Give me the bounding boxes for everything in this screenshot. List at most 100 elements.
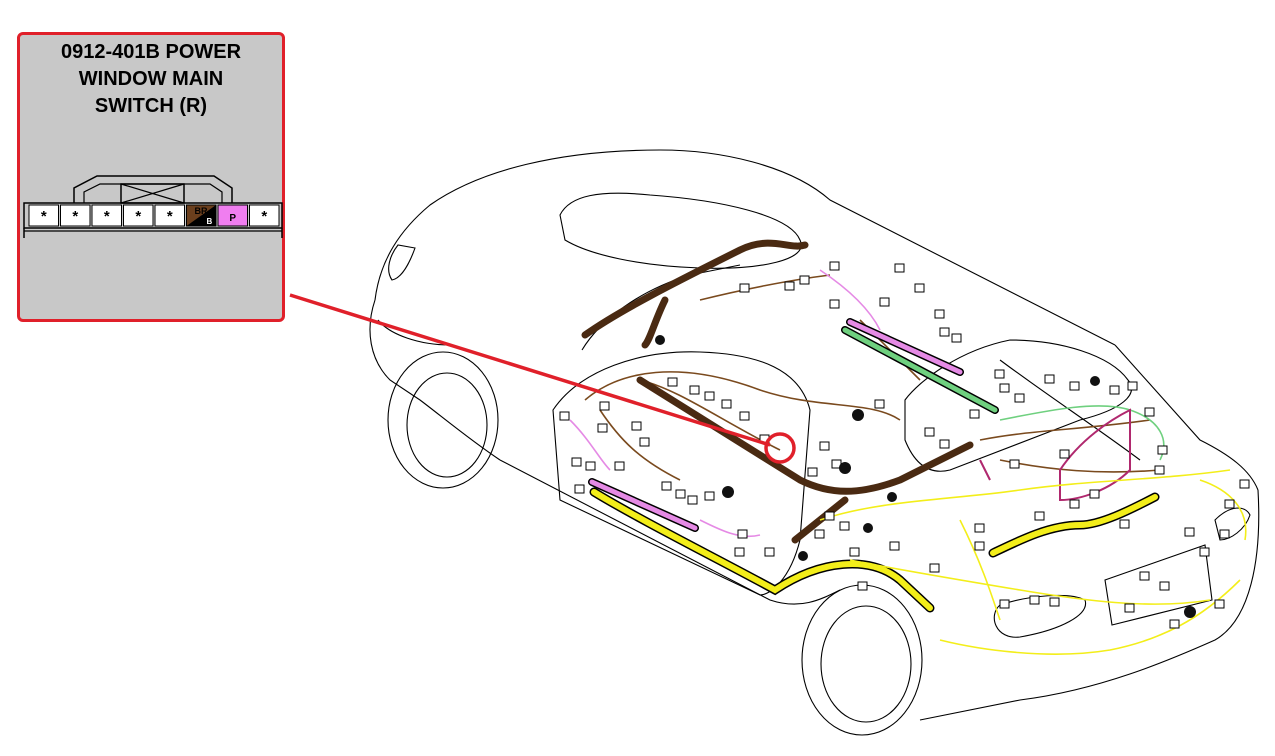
yellow-wire-2 bbox=[849, 559, 1211, 605]
small-connector-4 bbox=[599, 401, 610, 411]
yellow-wire-4 bbox=[1199, 479, 1247, 541]
small-connector-74 bbox=[1124, 603, 1135, 613]
small-connector-26 bbox=[739, 283, 750, 293]
title-line-1: 0912-401B POWER bbox=[60, 41, 242, 63]
grommet-8 bbox=[1090, 376, 1100, 386]
small-connector-16 bbox=[764, 547, 775, 557]
rear-wheel bbox=[406, 372, 488, 478]
green-wire-1 bbox=[999, 405, 1165, 461]
magenta-wires bbox=[979, 408, 1131, 502]
small-connectors bbox=[559, 261, 1250, 629]
magenta-wire-2 bbox=[979, 459, 991, 481]
small-connector-49 bbox=[1089, 489, 1100, 499]
green-harness bbox=[842, 327, 998, 413]
grommet-9 bbox=[1184, 606, 1196, 618]
yellow-harness-outline bbox=[589, 487, 1160, 613]
small-connector-8 bbox=[631, 421, 642, 431]
connector-pin-4-label: * bbox=[135, 208, 141, 225]
small-connector-63 bbox=[1184, 527, 1195, 537]
small-connector-46 bbox=[1157, 445, 1168, 455]
yellow-wire-5 bbox=[959, 519, 1001, 621]
small-connector-55 bbox=[849, 547, 860, 557]
front-wheel-arch bbox=[801, 584, 923, 736]
yellow-harness-front bbox=[990, 494, 1158, 556]
brown-wire-4 bbox=[979, 419, 1151, 441]
small-connector-52 bbox=[939, 439, 950, 449]
yellow-wires bbox=[819, 469, 1247, 655]
pink-harness bbox=[589, 319, 963, 531]
connector-pin-3 bbox=[91, 204, 122, 227]
yellow-wire-1 bbox=[819, 469, 1231, 521]
small-connector-10 bbox=[661, 481, 672, 491]
small-connector-41 bbox=[1044, 374, 1055, 384]
front-bumper-line bbox=[919, 489, 1260, 721]
small-connector-71 bbox=[1139, 571, 1150, 581]
small-connector-45 bbox=[1144, 407, 1155, 417]
grommet-4 bbox=[722, 486, 734, 498]
small-connector-39 bbox=[969, 409, 980, 419]
connector-pin-5 bbox=[154, 204, 185, 227]
small-connector-44 bbox=[1127, 381, 1138, 391]
small-connector-53 bbox=[874, 399, 885, 409]
pink-wires bbox=[569, 269, 881, 538]
small-connector-76 bbox=[857, 581, 868, 591]
floor-harness bbox=[636, 376, 974, 495]
roof-harness-branch bbox=[641, 296, 669, 349]
connector-callout-panel: 0912-401B POWER WINDOW MAIN SWITCH (R) bbox=[17, 32, 285, 322]
connector-pin-2 bbox=[60, 204, 91, 227]
grommet-6 bbox=[798, 551, 808, 561]
connector-pin-8 bbox=[249, 204, 280, 227]
small-connector-31 bbox=[879, 297, 890, 307]
rear-light bbox=[388, 244, 416, 281]
small-connector-24 bbox=[819, 441, 830, 451]
connector-pin-7-label: P bbox=[229, 213, 236, 224]
small-connector-73 bbox=[1169, 619, 1180, 629]
small-connector-20 bbox=[721, 399, 732, 409]
small-connector-50 bbox=[1009, 459, 1020, 469]
title-line-3: SWITCH (R) bbox=[94, 95, 208, 117]
small-connector-40 bbox=[1014, 393, 1025, 403]
small-connector-19 bbox=[704, 391, 715, 401]
car-body-outline bbox=[369, 149, 1260, 736]
yellow-wire-3 bbox=[939, 579, 1241, 655]
small-connector-28 bbox=[799, 275, 810, 285]
small-connector-78 bbox=[839, 521, 850, 531]
sill-line bbox=[499, 459, 841, 605]
small-connector-21 bbox=[739, 411, 750, 421]
small-connector-48 bbox=[1059, 449, 1070, 459]
small-connector-7 bbox=[614, 461, 625, 471]
small-connector-37 bbox=[994, 369, 1005, 379]
small-connector-61 bbox=[1069, 499, 1080, 509]
small-connector-35 bbox=[939, 327, 950, 337]
hood-crease bbox=[999, 359, 1141, 461]
small-connector-9 bbox=[639, 437, 650, 447]
small-connector-75 bbox=[1214, 599, 1225, 609]
small-connector-32 bbox=[894, 263, 905, 273]
brown-wire-5 bbox=[999, 459, 1161, 473]
small-connector-67 bbox=[1224, 499, 1235, 509]
small-connector-64 bbox=[1199, 547, 1210, 557]
callout-leader-line bbox=[289, 293, 771, 447]
connector-pin-6-label: BR bbox=[195, 206, 208, 216]
pink-wire-3 bbox=[699, 519, 761, 538]
connector-location-highlight bbox=[764, 432, 796, 464]
grommet-5 bbox=[887, 492, 897, 502]
small-connector-69 bbox=[1029, 595, 1040, 605]
pink-wire-1 bbox=[569, 419, 611, 471]
grommet-2 bbox=[852, 409, 864, 421]
connector-pin-2-label: * bbox=[72, 208, 78, 225]
grommet-1 bbox=[655, 335, 665, 345]
connector-strip bbox=[23, 202, 283, 229]
brown-wire-3 bbox=[699, 274, 831, 301]
small-connector-66 bbox=[1239, 479, 1250, 489]
small-connector-17 bbox=[667, 377, 678, 387]
license-plate bbox=[1104, 544, 1213, 626]
grommet-3 bbox=[839, 462, 851, 474]
small-connector-47 bbox=[1154, 465, 1165, 475]
small-connector-3 bbox=[585, 461, 596, 471]
small-connector-34 bbox=[934, 309, 945, 319]
small-connector-57 bbox=[929, 563, 940, 573]
grommets bbox=[655, 335, 1196, 618]
